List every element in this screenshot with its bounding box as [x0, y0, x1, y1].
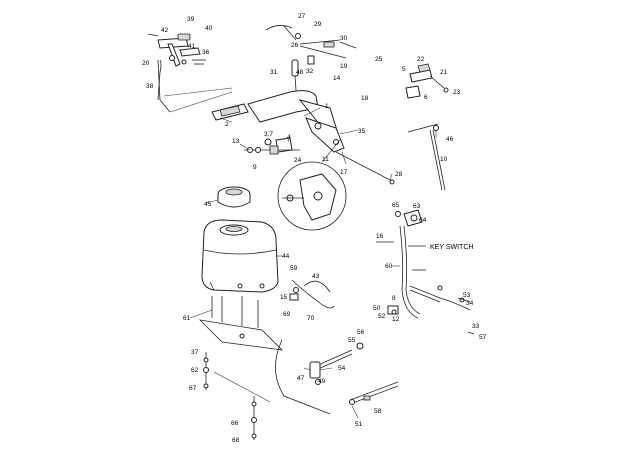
callout-42: 42: [161, 27, 169, 34]
callout-40: 40: [205, 25, 213, 32]
callout-4: 4: [287, 134, 291, 141]
key-switch-label: KEY SWITCH: [430, 244, 473, 251]
callout-23: 23: [453, 89, 461, 96]
callout-70: 70: [307, 315, 315, 322]
callout-10: 10: [440, 156, 448, 163]
callout-58: 58: [374, 408, 382, 415]
callout-12: 12: [392, 316, 400, 323]
fuel-tank: [201, 219, 279, 293]
hardware-stack-left: [203, 352, 271, 440]
callout-66: 66: [231, 420, 239, 427]
callout-20: 20: [142, 60, 150, 67]
callout-11: 11: [322, 156, 329, 163]
callout-30: 30: [340, 35, 348, 42]
callout-26: 26: [291, 42, 299, 49]
key-switch-harness: [376, 209, 475, 335]
callout-53: 53: [463, 292, 471, 299]
callout-18: 18: [361, 95, 369, 102]
callout-8: 8: [392, 295, 396, 302]
callout-39: 39: [187, 16, 195, 23]
callout-64: 64: [419, 217, 427, 224]
bracket-group: [244, 137, 300, 155]
callout-60: 60: [385, 263, 393, 270]
callout-14: 14: [333, 75, 341, 82]
callout-6: 6: [424, 94, 428, 101]
callout-49: 49: [318, 378, 326, 385]
callout-69: 69: [283, 311, 291, 318]
callout-36: 36: [202, 49, 210, 56]
callout-68: 68: [232, 437, 240, 444]
fuel-cap: [217, 186, 251, 208]
callout-56: 56: [357, 329, 365, 336]
callout-51: 51: [355, 421, 363, 428]
leader-lines: [205, 107, 437, 419]
callout-46: 46: [446, 136, 454, 143]
callout-43: 43: [312, 273, 320, 280]
callout-9: 9: [253, 164, 257, 171]
callout-24: 24: [294, 157, 302, 164]
callout-38: 38: [146, 83, 154, 90]
callout-62: 62: [191, 367, 199, 374]
linkage-group: [405, 63, 449, 99]
callout-1: 1: [325, 103, 329, 110]
fuel-filter-lines: [275, 339, 399, 415]
callout-35: 35: [358, 128, 366, 135]
callout-labels: 1 2 3,7 4 5 6 8 9 10 11 12 13 14 15 16 1…: [142, 13, 487, 444]
callout-52: 52: [378, 313, 386, 320]
callout-63: 63: [413, 203, 421, 210]
callout-44: 44: [282, 253, 290, 260]
callout-33: 33: [472, 323, 480, 330]
callout-31: 31: [270, 69, 278, 76]
callout-5: 5: [402, 66, 406, 73]
callout-21: 21: [440, 69, 448, 76]
callout-28: 28: [395, 171, 403, 178]
callout-19: 19: [340, 63, 348, 70]
callout-54: 54: [338, 365, 346, 372]
callout-59: 59: [290, 265, 298, 272]
callout-47: 47: [297, 375, 305, 382]
callout-37: 37: [191, 349, 199, 356]
callout-15: 15: [280, 294, 288, 301]
callout-57: 57: [479, 334, 487, 341]
callout-13: 13: [232, 138, 240, 145]
callout-55: 55: [348, 337, 356, 344]
callout-61: 61: [183, 315, 191, 322]
rod-lever-group: [265, 25, 357, 105]
callout-27: 27: [298, 13, 306, 20]
tank-mount: [189, 296, 284, 351]
callout-25: 25: [375, 56, 383, 63]
callout-34: 34: [466, 300, 474, 307]
callout-17: 17: [340, 169, 348, 176]
callout-65: 65: [392, 202, 400, 209]
callout-50: 50: [373, 305, 381, 312]
callout-2: 2: [225, 121, 229, 128]
callout-67: 67: [189, 385, 197, 392]
callout-48: 48: [296, 69, 304, 76]
fuel-line-group: [289, 279, 335, 309]
detail-inset: [277, 139, 347, 231]
callout-45: 45: [204, 201, 212, 208]
callout-41: 41: [188, 43, 196, 50]
callout-3-7: 3,7: [264, 131, 273, 138]
right-rod: [407, 123, 446, 191]
callout-29: 29: [314, 21, 322, 28]
callout-32: 32: [306, 68, 314, 75]
callout-22: 22: [417, 56, 425, 63]
callout-16: 16: [376, 233, 384, 240]
handle-assembly: [211, 90, 395, 185]
lever-bracket-assembly: [147, 33, 233, 113]
